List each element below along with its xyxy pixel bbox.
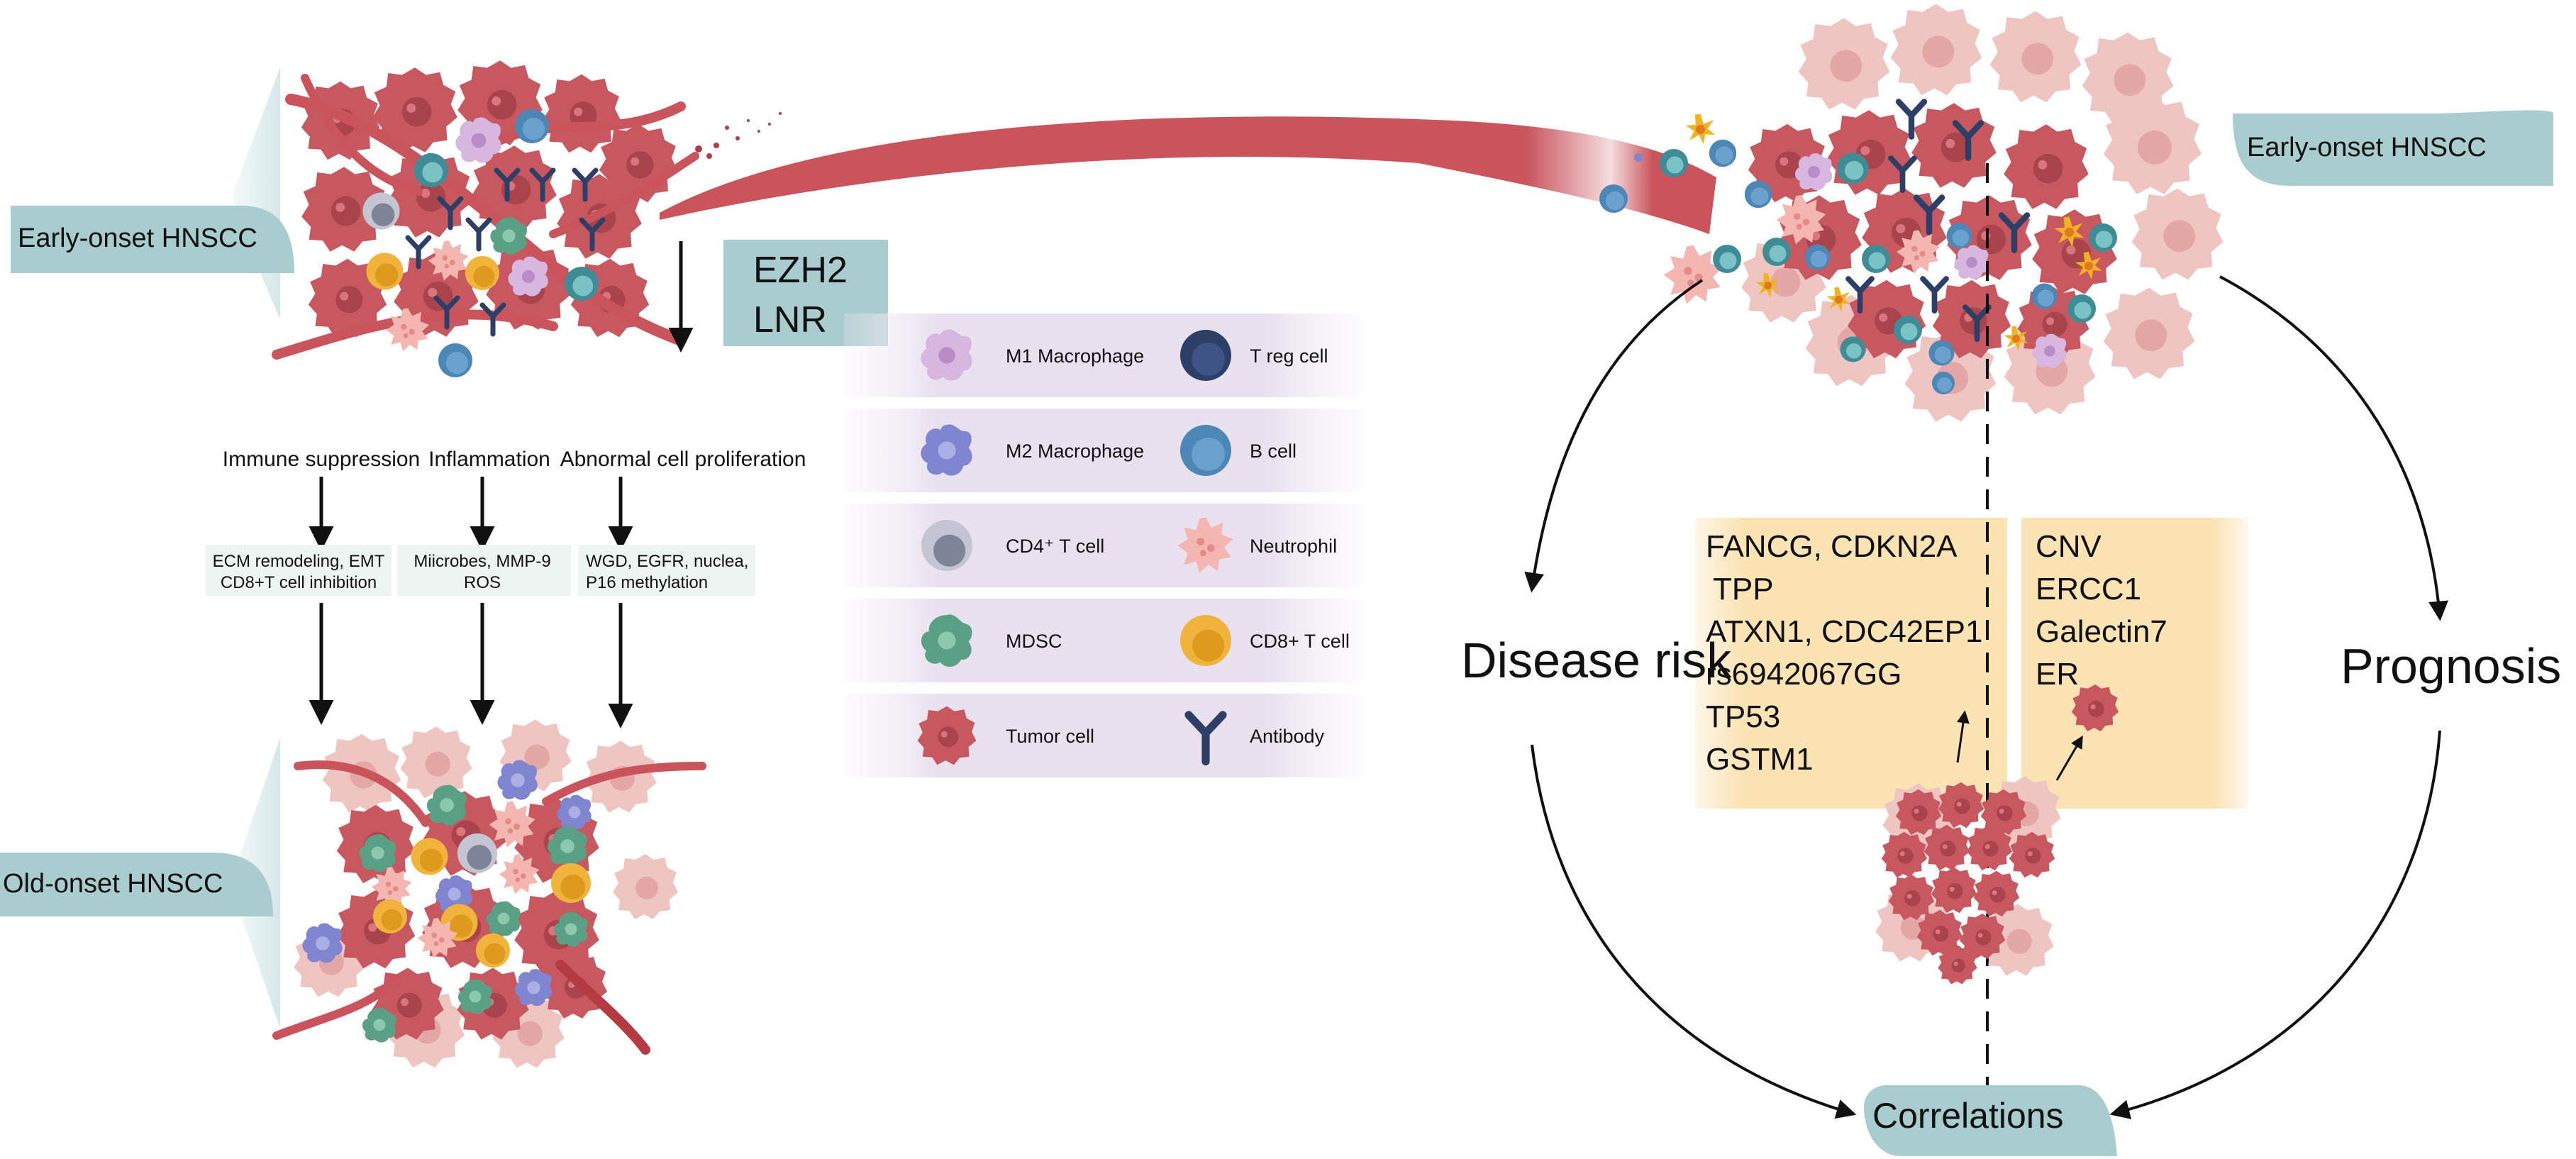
old-onset-tumor-cluster	[272, 719, 706, 1068]
prognosis-gene-1: CNV	[2036, 529, 2102, 564]
legend-label-cd8-t-cell: CD8+ T cell	[1250, 631, 1350, 652]
risk-gene-1: FANCG, CDKN2A	[1706, 529, 1958, 564]
legend-label-mdsc: MDSC	[1006, 631, 1062, 652]
detail-box-proliferation	[578, 545, 755, 596]
legend-label-m1-macrophage: M1 Macrophage	[1006, 345, 1144, 367]
mechanism-inflammation: Inflammation	[428, 448, 550, 471]
blood-vessel	[660, 116, 1716, 234]
old-onset-label: Old-onset HNSCC	[3, 869, 223, 899]
arrow-disease-to-correlations	[1531, 744, 1857, 1119]
legend: M1 Macrophage T reg cell M2 Macrophage B…	[844, 314, 1362, 777]
detail-inflammation-line2: ROS	[464, 573, 501, 592]
disease-risk-label: Disease risk	[1461, 633, 1732, 688]
detail-box-immune	[206, 545, 392, 596]
arrow-to-single-cell	[2055, 735, 2083, 781]
early-label-tab	[11, 206, 294, 273]
detail-immune-line2: CD8+T cell inhibition	[221, 573, 377, 592]
prognosis-label: Prognosis	[2341, 638, 2561, 694]
legend-label-m2-macrophage: M2 Macrophage	[1006, 440, 1144, 462]
arrow-to-risk-genes	[1956, 710, 1970, 763]
tumor-spheroid	[1875, 776, 2061, 985]
mechanism-immune-suppression: Immune suppression	[223, 448, 420, 471]
early-onset-tumor-cluster	[272, 60, 699, 377]
legend-label-neutrophil: Neutrophil	[1250, 536, 1337, 557]
treg-cell-icon	[1180, 330, 1231, 381]
vessel-debris	[695, 112, 782, 159]
marker-lnr: LNR	[753, 299, 827, 340]
early-onset-tumor-cluster-right	[1660, 4, 2224, 422]
cd4-t-cell-icon	[921, 520, 972, 571]
early-label-tab-right	[2233, 110, 2553, 186]
legend-label-tumor-cell: Tumor cell	[1006, 726, 1094, 747]
legend-label-cd4-t-cell: CD4⁺ T cell	[1006, 536, 1104, 557]
prognosis-gene-panel	[2021, 518, 2248, 809]
risk-gene-2: TPP	[1713, 572, 1774, 606]
marker-ezh2: EZH2	[753, 250, 848, 291]
arrow-to-disease-risk	[1524, 279, 1704, 593]
early-cone	[234, 67, 280, 319]
early-onset-label-left: Early-onset HNSCC	[18, 223, 257, 253]
prognosis-gene-3: Galectin7	[2036, 614, 2167, 649]
risk-gene-5: TP53	[1706, 699, 1780, 734]
old-label-tab	[0, 853, 273, 916]
legend-label-treg-cell: T reg cell	[1250, 345, 1328, 367]
detail-inflammation-line1: Miicrobes, MMP-9	[413, 552, 550, 571]
prognosis-gene-2: ERCC1	[2036, 572, 2141, 606]
detail-box-inflammation	[397, 545, 571, 596]
early-onset-label-right: Early-onset HNSCC	[2247, 133, 2487, 162]
detail-proliferation-line1: WGD, EGFR, nuclea,	[586, 552, 748, 571]
arrow-prognosis-to-correlations	[2109, 730, 2441, 1119]
vessel-cell-1	[1634, 153, 1643, 162]
mechanism-abnormal-proliferation: Abnormal cell proliferation	[560, 448, 806, 471]
b-cell-icon	[1180, 425, 1231, 476]
correlations-tab	[1864, 1085, 2117, 1156]
risk-gene-3: ATXN1, CDC42EP1	[1706, 614, 1982, 649]
legend-label-antibody: Antibody	[1250, 726, 1325, 747]
detail-immune-line1: ECM remodeling, EMT	[213, 552, 385, 571]
risk-gene-6: GSTM1	[1706, 742, 1814, 777]
legend-label-b-cell: B cell	[1250, 440, 1297, 462]
prognosis-gene-4: ER	[2036, 657, 2079, 692]
cd8-t-cell-icon	[1180, 615, 1231, 666]
correlations-label: Correlations	[1872, 1096, 2064, 1136]
risk-gene-4: rs6942067GG	[1706, 657, 1902, 692]
arrow-to-prognosis	[2219, 275, 2448, 621]
detail-proliferation-line2: P16 methylation	[586, 573, 708, 592]
risk-gene-panel	[1695, 518, 2007, 809]
